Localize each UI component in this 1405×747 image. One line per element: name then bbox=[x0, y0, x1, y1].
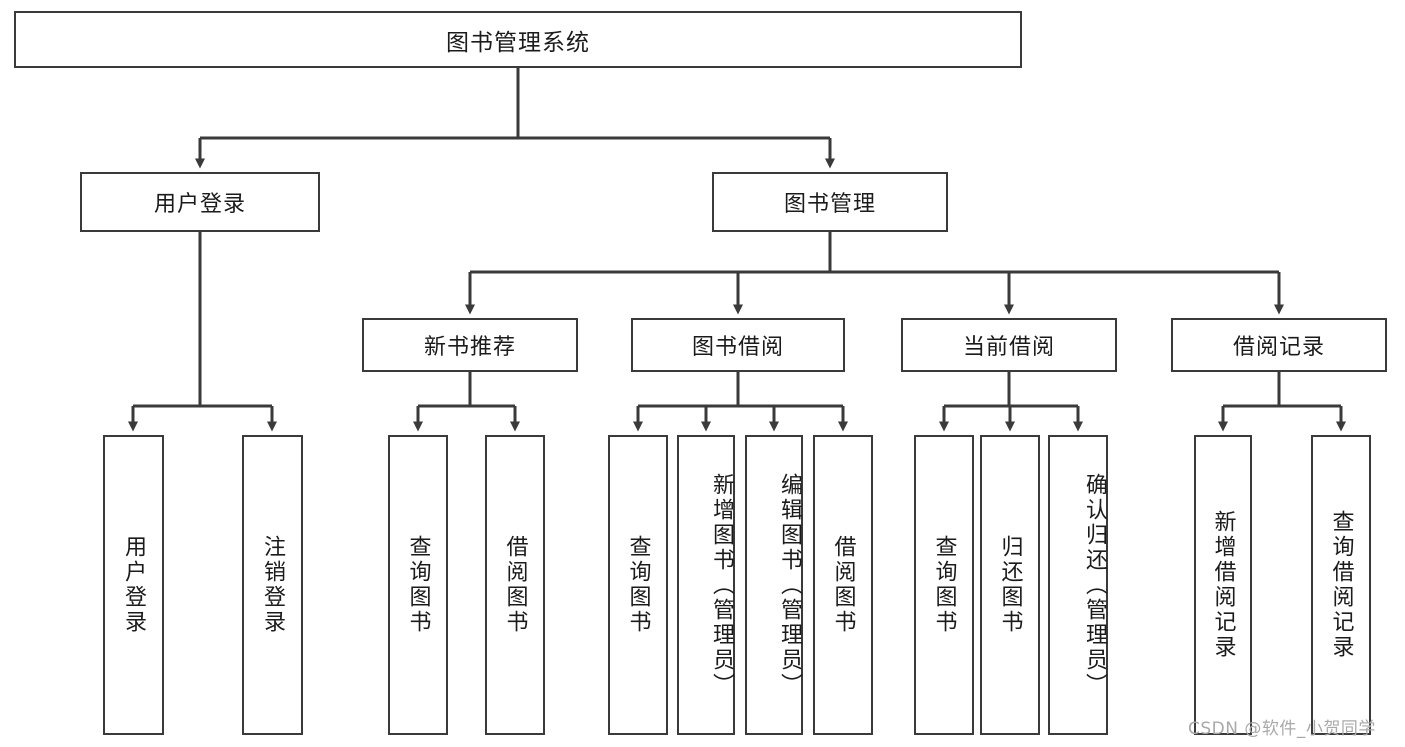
node-root-system[interactable]: 图书管理系统 bbox=[14, 11, 1022, 68]
node-label: 确认归还（管理员） bbox=[1082, 472, 1107, 698]
node-label: 编辑图书（管理员） bbox=[777, 472, 802, 698]
node-leaf-add-borrow-record[interactable]: 新增借阅记录 bbox=[1194, 435, 1252, 735]
node-label: 新书推荐 bbox=[423, 335, 516, 360]
node-leaf-logout-login[interactable]: 注销登录 bbox=[242, 435, 303, 735]
node-leaf-confirm-return-admin[interactable]: 确认归还（管理员） bbox=[1048, 435, 1108, 735]
node-current-borrow[interactable]: 当前借阅 bbox=[901, 318, 1117, 372]
node-label: 归还图书 bbox=[997, 535, 1023, 635]
node-new-book-recommend[interactable]: 新书推荐 bbox=[362, 318, 578, 372]
node-label: 借阅记录 bbox=[1232, 335, 1325, 360]
node-label: 借阅图书 bbox=[830, 535, 856, 635]
node-leaf-query-book-2[interactable]: 查询图书 bbox=[608, 435, 668, 735]
node-user-login[interactable]: 用户登录 bbox=[80, 172, 320, 232]
node-leaf-query-book-1[interactable]: 查询图书 bbox=[388, 435, 448, 735]
node-label: 用户登录 bbox=[121, 535, 147, 635]
node-book-borrow[interactable]: 图书借阅 bbox=[631, 318, 845, 372]
node-leaf-query-book-3[interactable]: 查询图书 bbox=[914, 435, 974, 735]
node-label: 用户登录 bbox=[153, 192, 246, 217]
node-label: 当前借阅 bbox=[962, 335, 1055, 360]
node-label: 新增图书（管理员） bbox=[709, 472, 734, 698]
node-label: 查询图书 bbox=[931, 535, 957, 635]
node-label: 图书管理 bbox=[783, 192, 876, 217]
node-label: 图书借阅 bbox=[691, 335, 784, 360]
node-label: 新增借阅记录 bbox=[1210, 510, 1236, 660]
node-label: 查询借阅记录 bbox=[1328, 510, 1354, 660]
node-leaf-borrow-book-2[interactable]: 借阅图书 bbox=[813, 435, 873, 735]
node-leaf-return-book[interactable]: 归还图书 bbox=[980, 435, 1040, 735]
node-borrow-record[interactable]: 借阅记录 bbox=[1171, 318, 1387, 372]
node-label: 借阅图书 bbox=[502, 535, 528, 635]
node-leaf-borrow-book-1[interactable]: 借阅图书 bbox=[485, 435, 545, 735]
node-book-manage[interactable]: 图书管理 bbox=[712, 172, 948, 232]
node-leaf-query-borrow-record[interactable]: 查询借阅记录 bbox=[1311, 435, 1371, 735]
node-label: 注销登录 bbox=[260, 535, 286, 635]
node-label: 图书管理系统 bbox=[446, 29, 590, 56]
node-label: 查询图书 bbox=[625, 535, 651, 635]
node-leaf-user-login[interactable]: 用户登录 bbox=[103, 435, 164, 735]
csdn-watermark: CSDN @软件_小贺同学 bbox=[1188, 719, 1376, 739]
node-label: 查询图书 bbox=[405, 535, 431, 635]
node-leaf-add-book-admin[interactable]: 新增图书（管理员） bbox=[677, 435, 735, 735]
node-leaf-edit-book-admin[interactable]: 编辑图书（管理员） bbox=[745, 435, 803, 735]
